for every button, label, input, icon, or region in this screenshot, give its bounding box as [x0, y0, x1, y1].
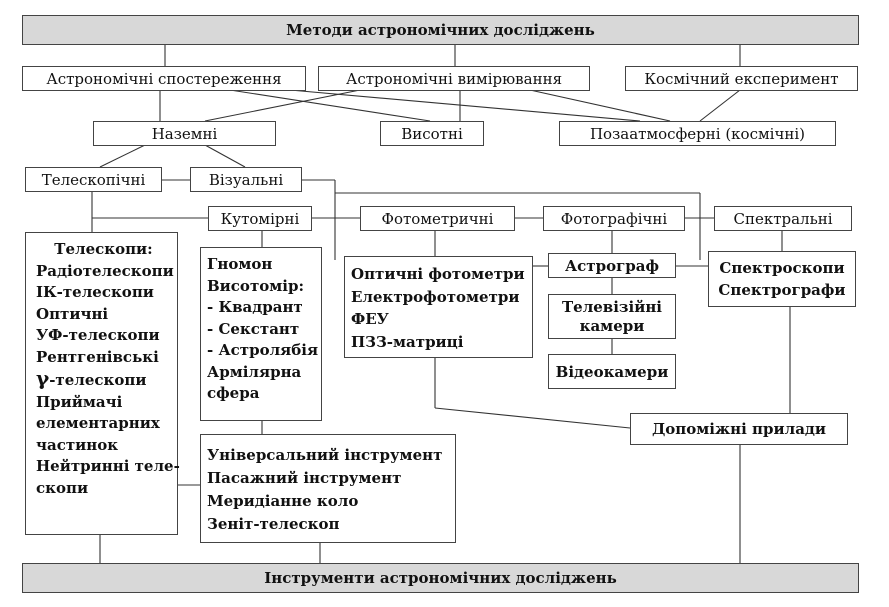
universal-item: Пасажний інструмент [207, 469, 402, 487]
photometer-item: ФЕУ [351, 310, 389, 328]
location-high-altitude: Висотні [380, 121, 484, 146]
telescopes-list: Телескопи: Радіотелескопи ІК-телескопи О… [25, 232, 180, 535]
location-ground: Наземні [93, 121, 276, 146]
telescope-item: УФ-телескопи [36, 326, 160, 344]
goniometric-item: Армілярна [207, 362, 302, 381]
photometer-item: ПЗЗ-матриці [351, 332, 464, 351]
spectral-item: Спектрографи [718, 281, 846, 299]
footer-bar: Інструменти астрономічних досліджень [22, 563, 859, 593]
link-observations-space [289, 89, 641, 122]
category-photometric: Фотометричні [360, 206, 515, 231]
type-telescopic: Телескопічні [25, 167, 162, 192]
photometers-list: Оптичні фотометри Електрофотометри ФЕУ П… [344, 256, 533, 358]
goniometric-item: - Квадрант [207, 298, 303, 316]
category-goniometric: Кутомірні [208, 206, 312, 231]
link-ground-telescopic [99, 144, 146, 168]
category-spectral: Спектральні [714, 206, 852, 231]
goniometric-item: - Секстант [207, 319, 300, 338]
auxiliary-instruments-box: Допоміжні прилади [630, 413, 848, 445]
goniometric-item: Висотомір: [207, 276, 304, 295]
video-cameras-box: Відеокамери [548, 354, 676, 389]
universal-item: Зеніт-телескоп [207, 515, 340, 533]
spectral-instruments-box: Спектроскопи Спектрографи [708, 251, 856, 307]
telescope-item: Нейтринні теле- [36, 457, 180, 475]
link-observations-highalt [229, 89, 431, 122]
telescope-item: Оптичні [36, 304, 109, 323]
method-space-experiment: Космічний експеримент [625, 66, 858, 91]
goniometric-item: Гномон [207, 255, 273, 273]
title-bar: Методи астрономічних досліджень [22, 15, 859, 45]
tv-cameras-line: камери [579, 316, 645, 335]
tv-cameras-box: Телевізійні камери [548, 294, 676, 339]
telescope-item: скопи [36, 478, 89, 497]
astrograph-box: Астрограф [548, 253, 676, 278]
telescope-item: елементарних [36, 414, 160, 432]
universal-item: Універсальний інструмент [207, 446, 443, 464]
goniometric-item: сфера [207, 384, 260, 402]
gamma-symbol: γ [36, 366, 50, 390]
telescope-item: ІК-телескопи [36, 283, 154, 301]
tv-cameras-line: Телевізійні [561, 297, 663, 316]
universal-instruments-list: Універсальний інструмент Пасажний інстру… [200, 434, 456, 543]
link-ground-visual [204, 144, 246, 168]
link-photometers-aux-d [434, 407, 631, 429]
goniometric-instruments-list: Гномон Висотомір: - Квадрант - Секстант … [200, 247, 322, 421]
link-measurements-space [529, 89, 671, 122]
method-observations: Астрономічні спостереження [22, 66, 306, 91]
telescope-item: Радіотелескопи [36, 261, 174, 280]
goniometric-item: - Астролябія [207, 341, 319, 359]
telescope-item: Рентгенівські [36, 347, 159, 366]
link-space-extra [699, 89, 741, 122]
method-measurements: Астрономічні вимірювання [318, 66, 590, 91]
universal-item: Меридіанне коло [207, 492, 359, 510]
spectral-item: Спектроскопи [719, 259, 845, 277]
telescope-item: частинок [36, 435, 119, 454]
photometer-item: Оптичні фотометри [351, 265, 525, 283]
location-extra-atmospheric: Позаатмосферні (космічні) [559, 121, 836, 146]
telescope-item-gamma: γ-телескопи [36, 366, 171, 392]
type-visual: Візуальні [190, 167, 302, 192]
link-measurements-ground [204, 89, 361, 122]
photometer-item: Електрофотометри [351, 287, 520, 306]
gamma-text: -телескопи [49, 371, 147, 389]
category-photographic: Фотографічні [543, 206, 685, 231]
telescope-item: Приймачі [36, 392, 123, 411]
telescopes-heading: Телескопи: [54, 240, 153, 258]
